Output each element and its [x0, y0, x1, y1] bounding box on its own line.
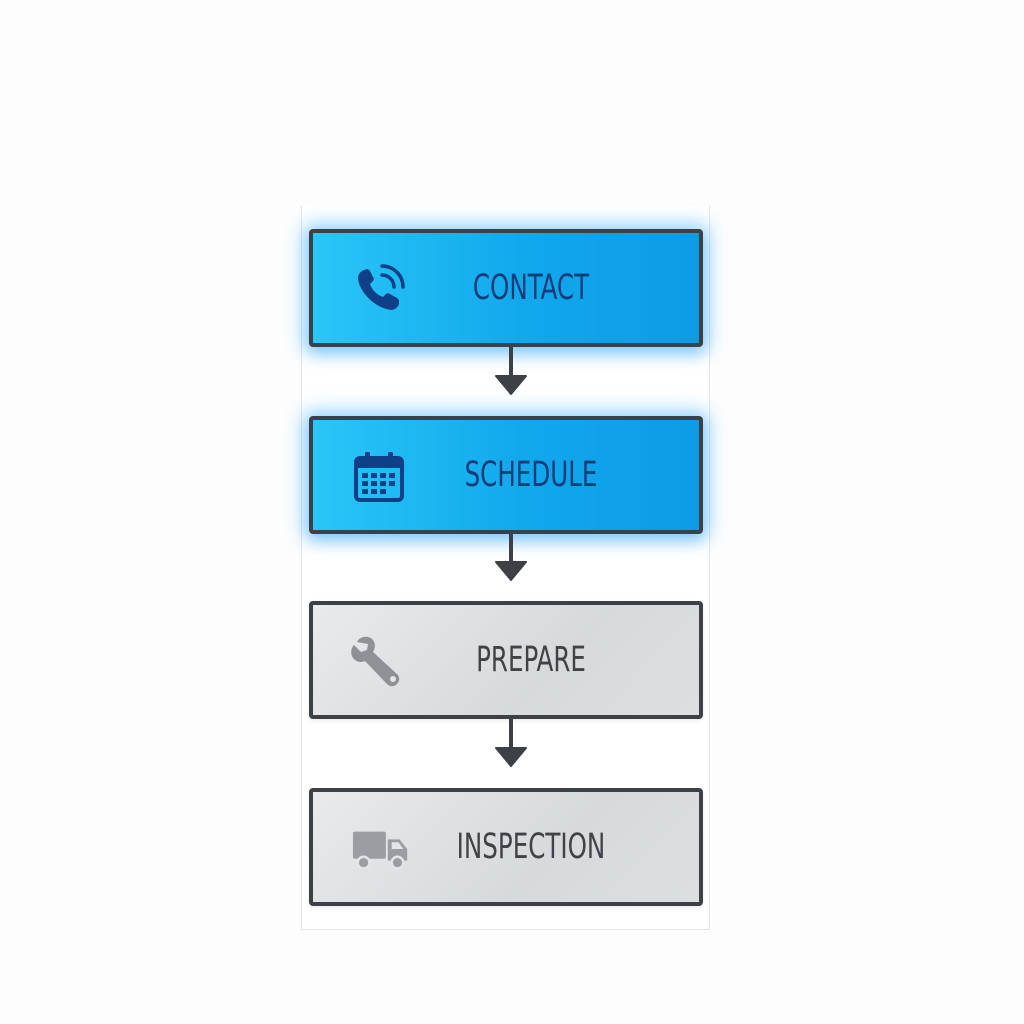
step-label-prepare: PREPARE — [476, 640, 586, 680]
truck-icon — [352, 831, 408, 870]
arrow-down-icon — [495, 346, 527, 395]
step-schedule[interactable]: SCHEDULE — [309, 416, 703, 534]
calendar-icon — [354, 452, 404, 502]
phone-icon — [358, 264, 405, 310]
step-label-inspection: INSPECTION — [456, 827, 606, 867]
arrow-down-icon — [495, 718, 527, 767]
step-label-schedule: SCHEDULE — [464, 455, 598, 495]
wrench-icon — [351, 636, 400, 687]
step-label-contact: CONTACT — [472, 268, 590, 308]
step-inspection[interactable]: INSPECTION — [309, 788, 703, 906]
step-contact[interactable]: CONTACT — [309, 229, 703, 347]
step-prepare[interactable]: PREPARE — [309, 601, 703, 719]
arrow-down-icon — [495, 532, 527, 581]
